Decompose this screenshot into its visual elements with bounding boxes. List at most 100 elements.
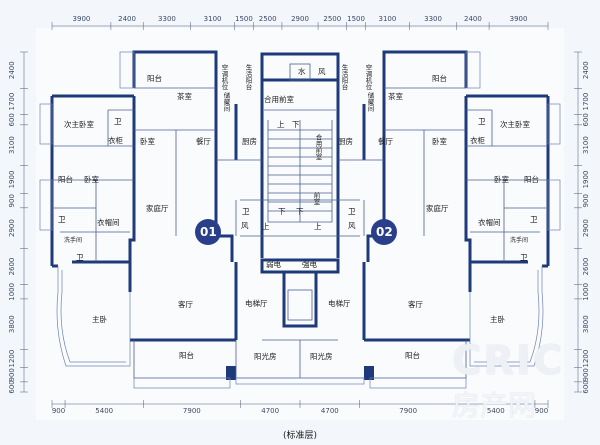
dim-top-6: 2900 (291, 15, 309, 23)
label-balcony-right-3: 阳台 (405, 350, 420, 360)
label-dining-left: 餐厅 (196, 137, 211, 146)
dim-bottom-3: 4700 (261, 407, 279, 415)
dim-top-12: 3900 (510, 15, 528, 23)
label-family-hall-left: 家庭厅 (146, 203, 169, 213)
vertical-labels-left: 空调机位 生活阳台 储藏间 (220, 63, 252, 113)
partitions-right (338, 87, 548, 262)
label-wash-right: 洗手间 (510, 236, 528, 244)
room-labels-left: 阳台 茶室 次主卧室 卫 衣柜 卧室 餐厅 厨房 阳台 卧室 家庭厅 卫 衣帽间… (58, 66, 326, 361)
dim-right-7: 2600 (582, 258, 590, 276)
label-bedroom-left-2: 卧室 (84, 174, 99, 184)
unit-badge-01: 01 (195, 219, 221, 245)
label-bedroom-left-1: 卧室 (140, 136, 155, 146)
label-sunroom-right: 阳光房 (310, 351, 333, 361)
label-elec-room: 弱电 (266, 259, 281, 269)
label-secondary-master-right: 次主卧室 (500, 119, 530, 129)
label-cloakroom-right: 衣帽间 (478, 217, 501, 227)
dim-left-9: 3800 (8, 315, 16, 333)
label-wash-left: 洗手间 (64, 236, 82, 244)
label-up-right: 上 (314, 222, 322, 231)
label-down-stair-1: 下 (292, 120, 300, 129)
dim-bottom-5: 7900 (399, 407, 417, 415)
dim-right-4: 1900 (582, 171, 590, 189)
label-wind-right: 风 (348, 221, 356, 230)
label-balcony-right-2: 阳台 (524, 174, 539, 184)
label-balcony-left: 阳台 (147, 73, 162, 83)
dim-bottom-0: 900 (52, 407, 65, 415)
dim-left-1: 1700 (8, 93, 16, 111)
dim-top-10: 3300 (424, 15, 442, 23)
stair-treads (268, 129, 332, 212)
dim-right-9: 3800 (582, 315, 590, 333)
label-down-right: 下 (296, 207, 304, 216)
plan-caption: (标准层) (282, 431, 318, 441)
left-dimension-labels: 2400170060031001900900290026001000380012… (8, 51, 28, 394)
dim-top-8: 1500 (347, 15, 365, 23)
unit-number-02: 02 (376, 225, 393, 239)
dim-left-5: 900 (8, 194, 16, 207)
partitions-left (52, 87, 364, 379)
label-balcony-left-3: 阳台 (179, 350, 194, 360)
dim-left-12: 600 (8, 380, 16, 393)
label-master-left: 主卧 (92, 314, 107, 324)
dim-bottom-7: 900 (535, 407, 548, 415)
label-kitchen-right: 厨房 (338, 136, 353, 146)
dim-left-0: 2400 (8, 61, 16, 79)
dim-right-3: 3100 (582, 136, 590, 154)
label-balcony-left-2: 阳台 (58, 174, 73, 184)
label-tea-room-left: 茶室 (177, 91, 192, 101)
dim-top-1: 2400 (118, 15, 136, 23)
dim-top-11: 2400 (464, 15, 482, 23)
label-closet-left: 衣柜 (108, 135, 123, 145)
label-cloakroom-left: 衣帽间 (97, 217, 120, 227)
dim-right-1: 1700 (582, 93, 590, 111)
dim-left-11: 900 (8, 368, 16, 381)
bay-windows (39, 51, 561, 389)
label-down-left: 下 (278, 207, 286, 216)
room-labels-right: 阳台 茶室 次主卧室 卫 衣柜 卧室 餐厅 厨房 阳台 卧室 家庭厅 卫 衣帽间… (296, 73, 539, 361)
label-elevator-hall-left: 电梯厅 (245, 298, 268, 308)
label-balcony-right: 阳台 (432, 73, 447, 83)
label-elevator-hall-right: 电梯厅 (328, 298, 351, 308)
label-bath-right-3: 卫 (520, 253, 528, 262)
dim-right-0: 2400 (582, 61, 590, 79)
label-bath-left-1: 卫 (114, 117, 122, 126)
dim-left-6: 2900 (8, 219, 16, 237)
label-strong-elec: 强电 (302, 259, 317, 269)
label-storage-left: 储藏间 (222, 91, 230, 113)
label-bath-right-4: 卫 (348, 207, 356, 216)
dim-right-2: 600 (582, 113, 590, 126)
dim-left-4: 1900 (8, 171, 16, 189)
label-up-stair-1: 上 (277, 120, 285, 129)
dim-bottom-6: 5400 (487, 407, 505, 415)
label-ac-right: 空调机位 (364, 63, 372, 91)
label-living-left: 客厅 (178, 299, 193, 309)
label-living-right: 客厅 (408, 299, 423, 309)
dim-top-4: 1500 (235, 15, 253, 23)
dim-top-9: 3100 (379, 15, 397, 23)
label-storage-right: 储藏间 (366, 91, 374, 113)
dim-bottom-1: 5400 (95, 407, 113, 415)
dim-left-8: 1000 (8, 283, 16, 301)
label-bath-right-1: 卫 (478, 117, 486, 126)
label-up-left: 上 (262, 222, 270, 231)
dim-bottom-2: 7900 (183, 407, 201, 415)
dim-right-10: 1200 (582, 350, 590, 368)
label-common-front-room-v: 合用前室 (314, 133, 322, 161)
watermark: CRIC (452, 338, 565, 384)
dim-right-8: 1000 (582, 283, 590, 301)
unit-number-01: 01 (200, 225, 217, 239)
walls-core (240, 52, 360, 328)
label-sunroom-left: 阳光房 (254, 351, 277, 361)
label-kitchen-left: 厨房 (242, 136, 257, 146)
label-bath-left-2: 卫 (58, 215, 66, 224)
dim-left-7: 2600 (8, 258, 16, 276)
dim-top-3: 3100 (204, 15, 222, 23)
label-closet-right: 衣柜 (470, 135, 485, 145)
label-front-room: 前室 (312, 191, 320, 206)
label-master-right: 主卧 (490, 314, 505, 324)
